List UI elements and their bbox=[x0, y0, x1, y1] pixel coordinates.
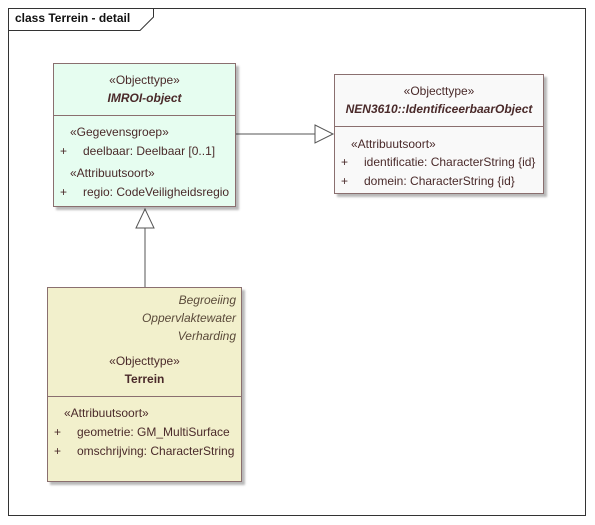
class-name: IMROI-object bbox=[107, 91, 182, 105]
class-nen3610-identificeerbaar-object[interactable]: «Objecttype» NEN3610::IdentificeerbaarOb… bbox=[334, 74, 544, 194]
visibility-marker: + bbox=[54, 444, 62, 458]
visibility-marker: + bbox=[60, 144, 68, 158]
attribute: domein: CharacterString {id} bbox=[364, 174, 515, 188]
diagram-frame bbox=[8, 8, 586, 516]
subtype-label: Oppervlaktewater bbox=[141, 311, 236, 325]
group-label: «Attribuutsoort» bbox=[70, 166, 155, 180]
group-label: «Attribuutsoort» bbox=[64, 406, 149, 420]
attribute: geometrie: GM_MultiSurface bbox=[77, 425, 230, 439]
class-imroi-object[interactable]: «Objecttype» IMROI-object «Gegevensgroep… bbox=[53, 63, 236, 207]
diagram-title: class Terrein - detail bbox=[15, 11, 131, 25]
group-label: «Attribuutsoort» bbox=[351, 137, 436, 151]
class-name: NEN3610::IdentificeerbaarObject bbox=[345, 102, 533, 116]
visibility-marker: + bbox=[341, 155, 349, 169]
attribute: identificatie: CharacterString {id} bbox=[364, 155, 536, 169]
stereotype-label: «Objecttype» bbox=[109, 73, 180, 87]
class-terrein[interactable]: Begroeiing Oppervlaktewater Verharding «… bbox=[47, 287, 242, 482]
class-name: Terrein bbox=[124, 372, 165, 386]
visibility-marker: + bbox=[54, 425, 62, 439]
compartment-separator bbox=[54, 115, 235, 116]
attribute: omschrijving: CharacterString bbox=[77, 444, 235, 458]
compartment-separator bbox=[48, 396, 241, 397]
attribute: regio: CodeVeiligheidsregio bbox=[83, 185, 230, 199]
visibility-marker: + bbox=[341, 174, 349, 188]
compartment-separator bbox=[335, 126, 543, 127]
group-label: «Gegevensgroep» bbox=[70, 125, 169, 139]
attribute: deelbaar: Deelbaar [0..1] bbox=[83, 144, 216, 158]
visibility-marker: + bbox=[60, 185, 68, 199]
frame-tab bbox=[8, 8, 154, 31]
generalization-arrowhead-up bbox=[135, 207, 155, 229]
stereotype-label: «Objecttype» bbox=[109, 354, 180, 368]
generalization-arrowhead-right bbox=[314, 124, 335, 144]
stereotype-label: «Objecttype» bbox=[403, 84, 475, 98]
subtype-label: Verharding bbox=[177, 329, 236, 343]
subtype-label: Begroeiing bbox=[178, 293, 236, 307]
